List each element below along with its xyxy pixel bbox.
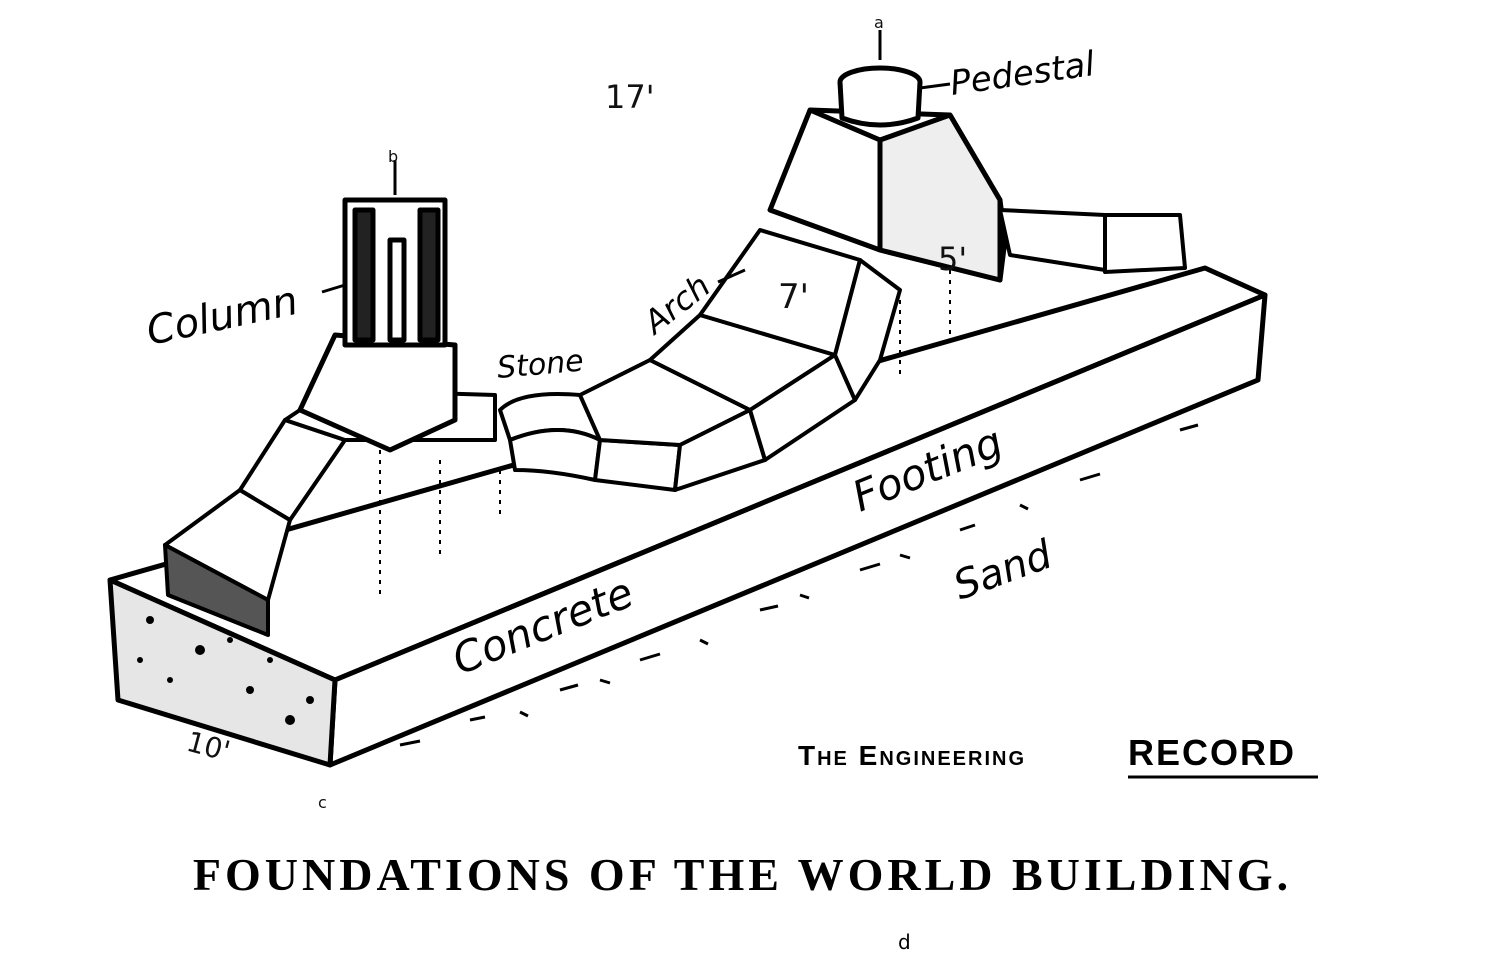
label-sand: Sand	[948, 532, 1059, 610]
pedestal-pier	[767, 65, 1008, 283]
dimension-pedestal: 5'	[938, 240, 967, 278]
publisher-credit: The Engineering RECORD	[798, 732, 1318, 779]
stone-steps-right	[998, 208, 1187, 274]
stone-arch	[498, 228, 902, 492]
point-mark-d: d	[898, 930, 911, 954]
credit-prefix: The Engineering	[798, 740, 1026, 771]
sand-texture	[399, 423, 1199, 747]
dimension-arch: 7'	[778, 277, 809, 317]
label-column: Column	[143, 278, 302, 355]
point-mark-a: a	[874, 13, 884, 32]
label-stone: Stone	[496, 344, 585, 386]
dimension-span: 17'	[605, 78, 655, 116]
construction-lines	[379, 270, 951, 600]
column-shaft	[297, 197, 458, 453]
label-pedestal: Pedestal	[948, 44, 1098, 104]
leader-lines	[321, 30, 951, 294]
point-mark-b: b	[388, 147, 398, 166]
credit-name: RECORD	[1128, 732, 1296, 773]
figure-caption: FOUNDATIONS OF THE WORLD BUILDING.	[192, 849, 1293, 900]
point-mark-c: c	[318, 793, 327, 812]
concrete-speckle	[137, 616, 314, 725]
